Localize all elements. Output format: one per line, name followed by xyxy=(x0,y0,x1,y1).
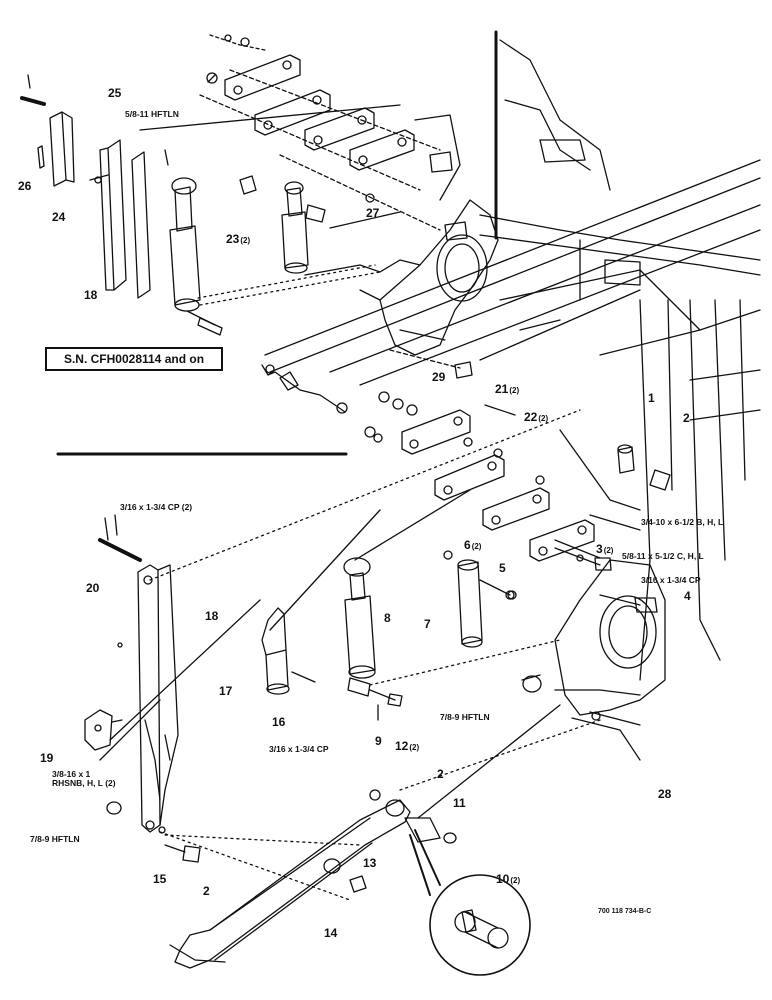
callout-24: 24 xyxy=(52,210,66,224)
callout-6: 6(2) xyxy=(464,538,482,552)
lever-arm xyxy=(84,409,581,901)
spec-cotter-pin-right: 3/16 x 1-3/4 CP xyxy=(641,575,701,585)
callout-3: 3(2) xyxy=(596,542,614,556)
callout-2: 2 xyxy=(437,767,444,781)
lift-arm xyxy=(169,704,601,976)
callout-2: 2 xyxy=(683,411,690,425)
callout-22: 22(2) xyxy=(524,410,549,424)
serial-number-note: S.N. CFH0028114 and on xyxy=(45,347,223,371)
callout-9: 9 xyxy=(375,734,382,748)
callout-18: 18 xyxy=(205,609,219,623)
detail-magnifier xyxy=(429,874,531,976)
spec-hftln-7-8-9-right: 7/8-9 HFTLN xyxy=(440,712,490,722)
callout-5: 5 xyxy=(499,561,506,575)
upper-inset-assembly xyxy=(20,34,468,336)
callout-2: 2 xyxy=(203,884,210,898)
callout-1: 1 xyxy=(648,391,655,405)
tractor-frame xyxy=(264,39,761,681)
callout-19: 19 xyxy=(40,751,54,765)
pin-17 xyxy=(261,509,381,695)
spec-hftln-5-8-11: 5/8-11 HFTLN xyxy=(125,109,179,119)
callout-7: 7 xyxy=(424,617,431,631)
drawing-number: 700 118 734-B-C xyxy=(598,908,652,915)
callout-29: 29 xyxy=(432,370,446,384)
callout-12: 12(2) xyxy=(395,739,420,753)
callout-17: 17 xyxy=(219,684,233,698)
callout-18: 18 xyxy=(84,288,98,302)
upper-mount-plate xyxy=(359,114,499,356)
spec-bolt-3-4-10: 3/4-10 x 6-1/2 B, H, L xyxy=(641,517,724,527)
callout-25: 25 xyxy=(108,86,122,100)
spec-hftln-7-8-9-left: 7/8-9 HFTLN xyxy=(30,834,80,844)
lower-link-assembly xyxy=(261,349,671,761)
callout-16: 16 xyxy=(272,715,286,729)
hydraulic-cylinder xyxy=(343,489,561,721)
callout-10: 10(2) xyxy=(496,872,521,886)
callout-8: 8 xyxy=(384,611,391,625)
callout-26: 26 xyxy=(18,179,32,193)
spec-cotter-pin-pair: 3/16 x 1-3/4 CP (2) xyxy=(120,502,193,512)
callout-14: 14 xyxy=(324,926,338,940)
callout-13: 13 xyxy=(363,856,377,870)
callout-20: 20 xyxy=(86,581,100,595)
callout-11: 11 xyxy=(453,796,466,810)
spec-cotter-pin-mid: 3/16 x 1-3/4 CP xyxy=(269,744,329,754)
callout-23: 23(2) xyxy=(226,232,251,246)
callout-27: 27 xyxy=(366,206,380,220)
callout-28: 28 xyxy=(658,787,672,801)
lower-mount-plate xyxy=(554,559,666,716)
spec-bolt-5-8-11: 5/8-11 x 5-1/2 C, H, L xyxy=(622,551,704,561)
callout-4: 4 xyxy=(684,589,691,603)
callout-15: 15 xyxy=(153,872,167,886)
callout-21: 21(2) xyxy=(495,382,520,396)
